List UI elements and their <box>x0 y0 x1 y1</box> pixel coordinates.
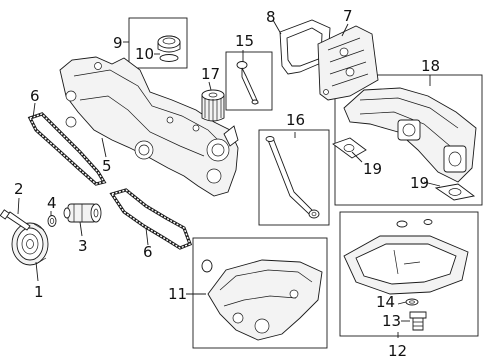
box-oil-dipstick-group <box>225 51 273 111</box>
callout-5: 5 <box>102 157 112 175</box>
callout-1: 1 <box>34 283 44 301</box>
intake-gasket-right <box>434 183 476 201</box>
callout-18: 18 <box>421 57 440 75</box>
callout-10: 10 <box>135 45 154 63</box>
callout-6-lower: 6 <box>143 243 153 261</box>
callout-19-left: 19 <box>363 160 382 178</box>
oil-dipstick <box>236 61 259 105</box>
lower-oil-pan <box>343 219 469 295</box>
callout-4: 4 <box>47 194 57 212</box>
callout-17: 17 <box>201 65 220 83</box>
box-oil-filler-cap-group <box>128 17 188 69</box>
leader-lines <box>17 19 441 338</box>
drain-plug-gasket <box>405 298 419 306</box>
callout-8: 8 <box>266 8 276 26</box>
callout-12: 12 <box>388 342 407 360</box>
callout-9: 9 <box>113 34 123 52</box>
valve-cover-gasket <box>279 19 331 75</box>
timing-cover <box>59 56 239 197</box>
callout-13: 13 <box>382 312 401 330</box>
oil-filler-cap <box>157 35 181 62</box>
idler-pulley <box>63 203 102 223</box>
callout-15: 15 <box>235 32 254 50</box>
pulley-bolt <box>0 209 31 231</box>
valve-cover <box>317 25 379 101</box>
callout-6-upper: 6 <box>30 87 40 105</box>
callout-3: 3 <box>78 237 88 255</box>
box-intake-manifold-group <box>334 74 483 206</box>
upper-oil-pan <box>201 259 323 341</box>
box-oil-pan-lower-group <box>339 211 479 337</box>
callout-2: 2 <box>14 180 24 198</box>
intake-manifold <box>343 87 477 183</box>
drain-plug <box>409 311 427 331</box>
dipstick-tube <box>265 136 320 219</box>
callout-11: 11 <box>168 285 187 303</box>
intake-gasket-left <box>332 137 367 159</box>
box-oil-pan-upper-group <box>192 237 328 349</box>
callout-7: 7 <box>343 7 353 25</box>
callout-19-right: 19 <box>410 174 429 192</box>
drive-belt-upper <box>27 112 107 186</box>
oil-filter <box>201 89 225 122</box>
callout-16: 16 <box>286 111 305 129</box>
drive-belt-lower <box>109 188 193 250</box>
crankshaft-pulley <box>11 222 49 266</box>
callout-14: 14 <box>376 293 395 311</box>
pulley-washer <box>47 215 57 227</box>
box-dipstick-tube-group <box>258 129 330 226</box>
